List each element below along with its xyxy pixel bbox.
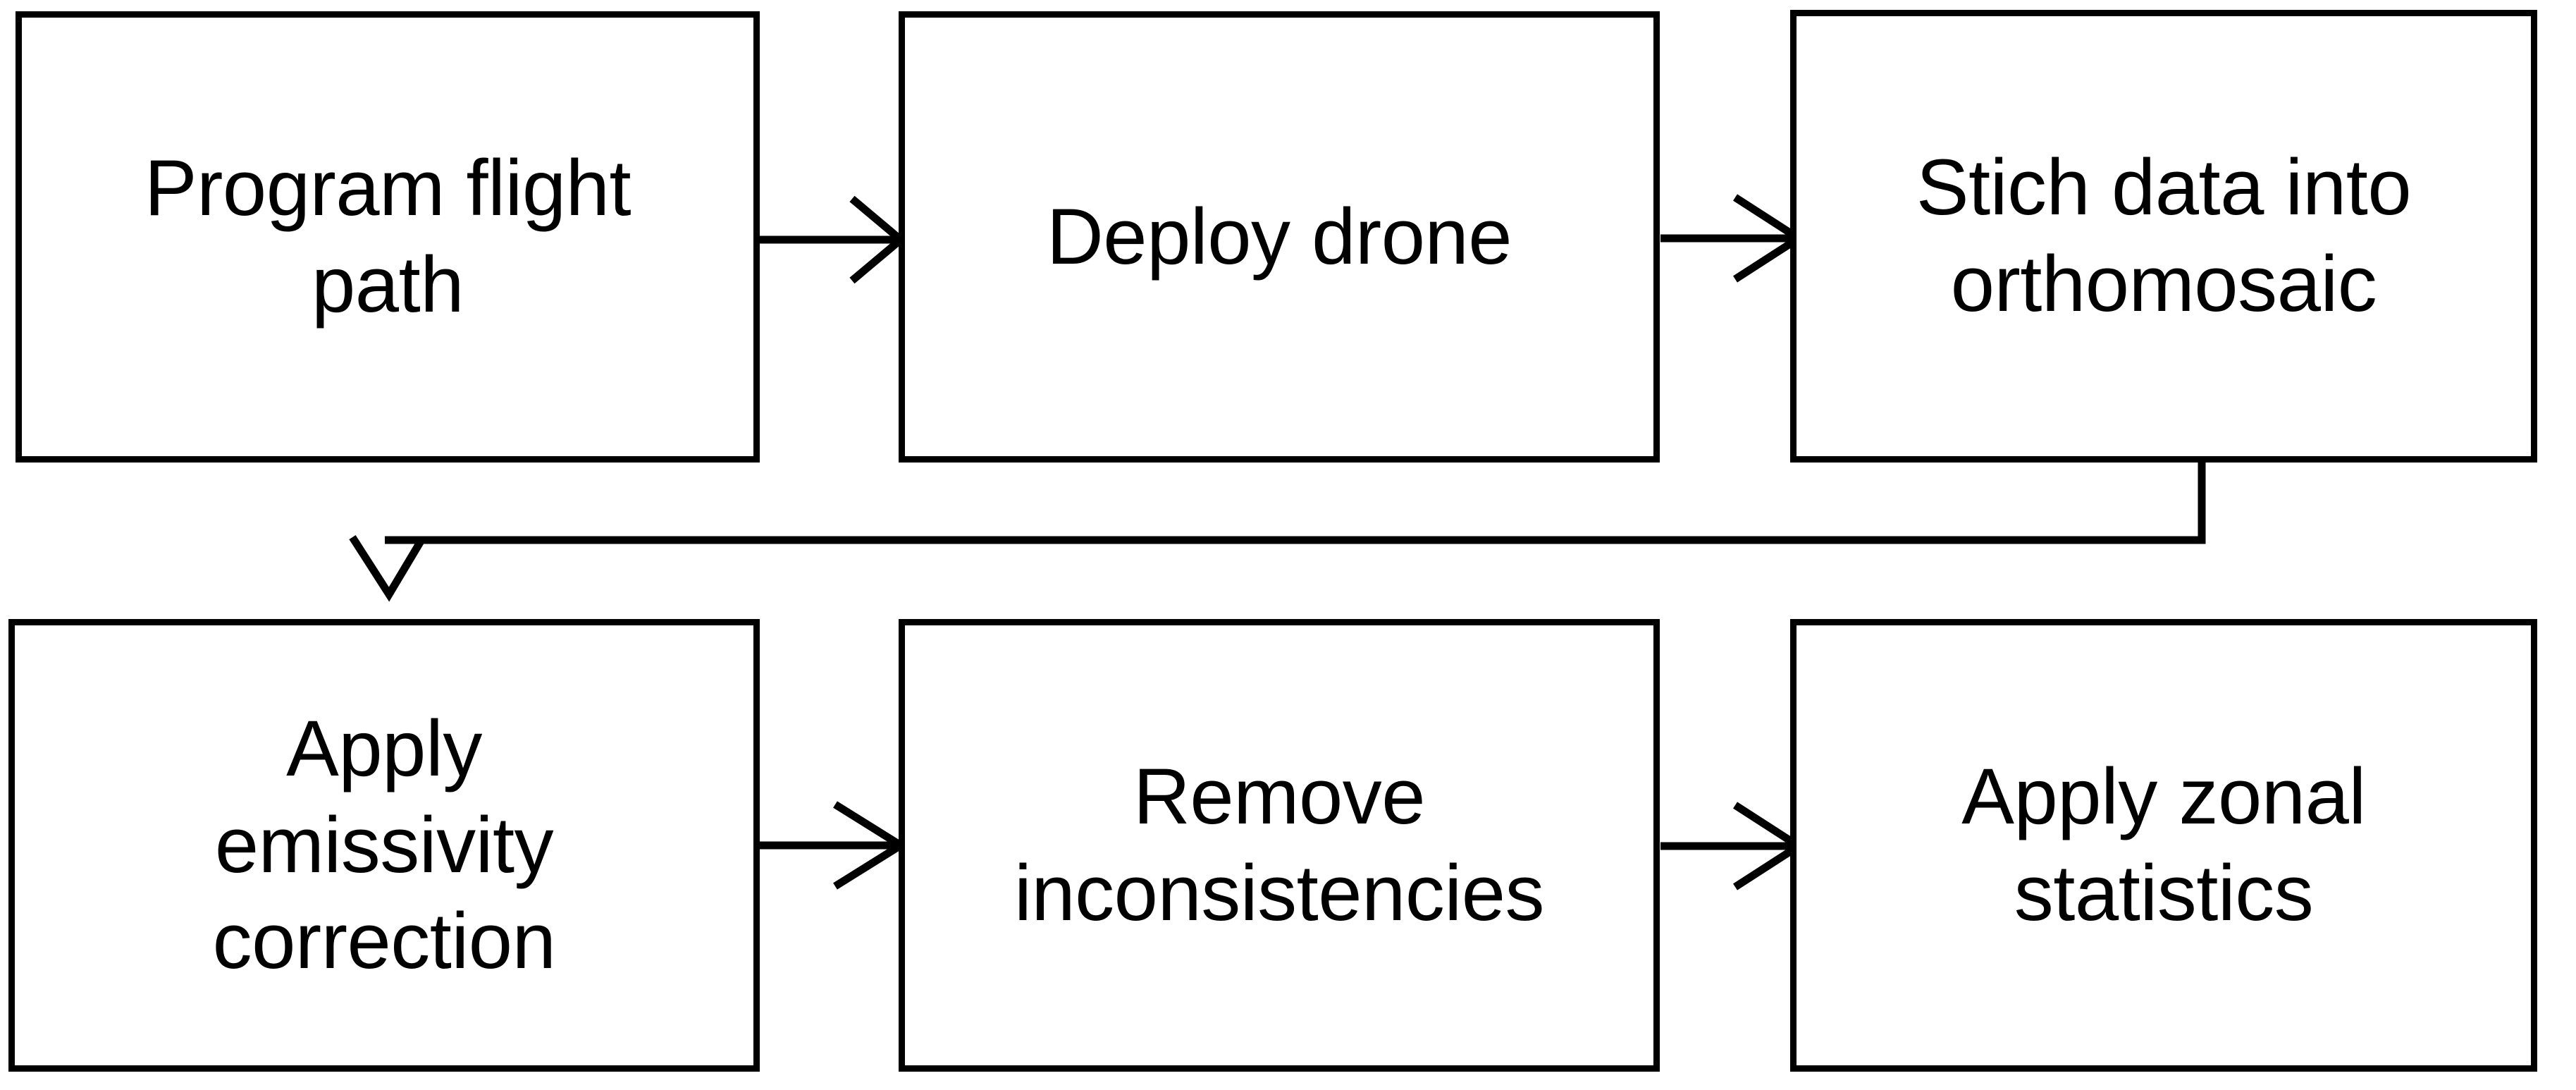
node-label-stich-data-into-orthomosaic: Stich data into orthomosaic	[1916, 143, 2412, 328]
node-label-apply-emissivity-correction: Apply emissivity correction	[212, 704, 556, 986]
node-label-remove-inconsistencies: Remove inconsistencies	[1014, 752, 1545, 937]
node-program-flight-path[interactable]: Program flight path	[16, 11, 760, 463]
edge-5-arrowhead-icon	[1733, 802, 1806, 890]
edge-stich-data-to-apply-emissivity-correction	[349, 458, 2206, 602]
node-deploy-drone[interactable]: Deploy drone	[899, 11, 1660, 463]
node-stich-data-into-orthomosaic[interactable]: Stich data into orthomosaic	[1790, 10, 2537, 463]
node-apply-emissivity-correction[interactable]: Apply emissivity correction	[8, 619, 760, 1072]
edge-remove-inconsistencies-to-apply-zonal-statistics	[1660, 802, 1806, 890]
edge-3-arrowhead-icon	[349, 535, 425, 602]
edge-2-arrowhead-icon	[1733, 194, 1806, 283]
node-label-program-flight-path: Program flight path	[144, 144, 631, 329]
edge-4-arrowhead-icon	[833, 801, 908, 890]
node-apply-zonal-statistics[interactable]: Apply zonal statistics	[1790, 619, 2537, 1072]
edge-apply-emissivity-correction-to-remove-inconsistencies	[760, 801, 908, 890]
edge-deploy-drone-to-stich-data	[1660, 194, 1806, 283]
node-label-apply-zonal-statistics: Apply zonal statistics	[1961, 752, 2366, 937]
node-label-deploy-drone: Deploy drone	[1046, 192, 1512, 281]
edge-1-arrowhead-icon	[849, 195, 907, 284]
edge-3-shaft	[385, 458, 2206, 544]
edge-program-flight-path-to-deploy-drone	[760, 195, 907, 284]
node-remove-inconsistencies[interactable]: Remove inconsistencies	[899, 619, 1660, 1072]
